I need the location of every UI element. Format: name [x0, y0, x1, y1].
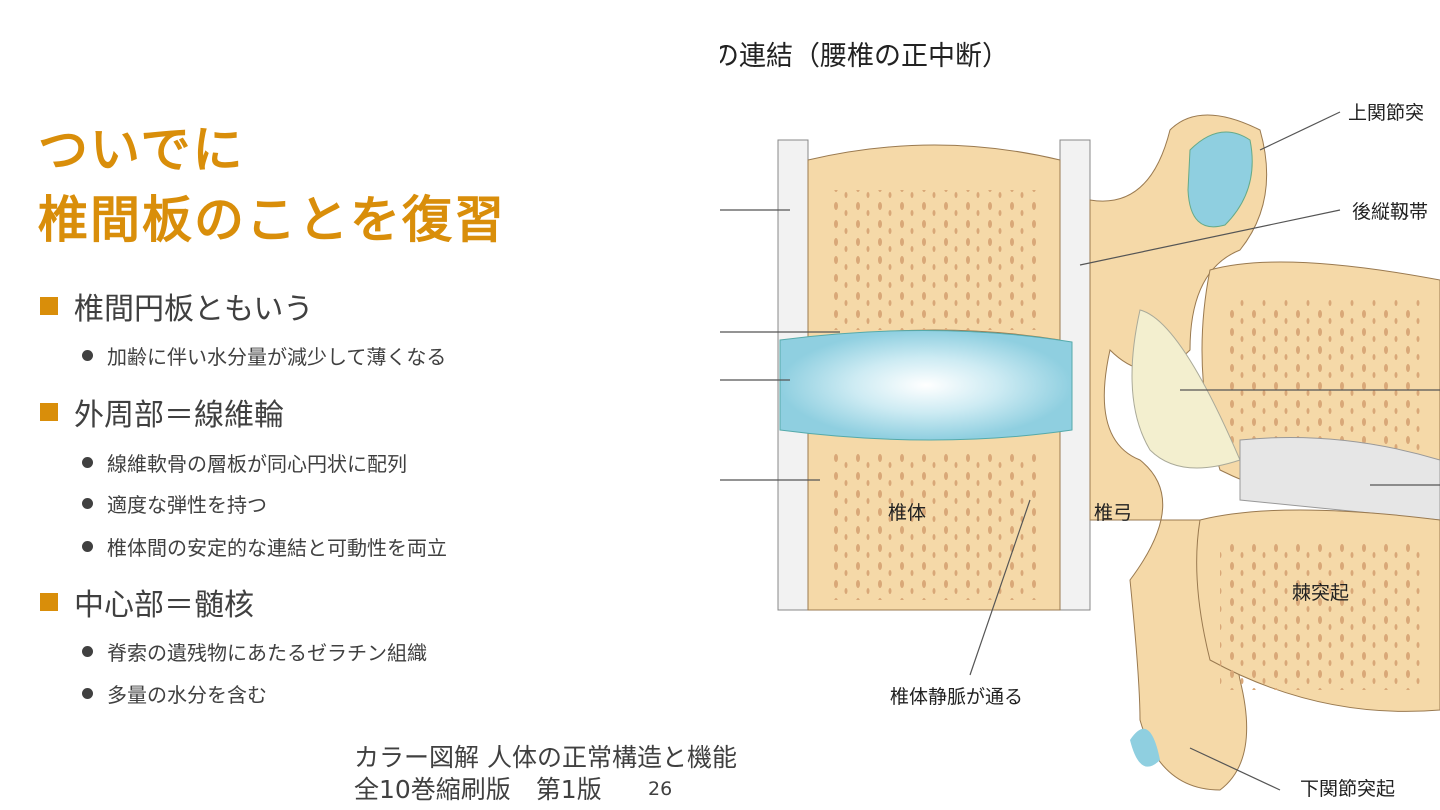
spine-illustration: の連結（腰椎の正中断） 上関節突 後縦靱帯 椎体 椎弓 棘突起 椎体静脈が通る … [720, 20, 1440, 810]
sub-bullet-text: 多量の水分を含む [107, 683, 267, 707]
bullet-text: 外周部＝線維輪 [74, 398, 284, 433]
dot-bullet-icon [82, 646, 93, 657]
sub-bullet: 加齢に伴い水分量が減少して薄くなる [82, 341, 446, 370]
dot-bullet-icon [82, 457, 93, 468]
bullet-text: 中心部＝髄核 [74, 588, 254, 623]
page-number: 26 [648, 778, 673, 800]
label-posterior-ligament: 後縦靱帯 [1352, 201, 1429, 223]
sub-bullet: 脊索の遺残物にあたるゼラチン組織 [82, 637, 427, 666]
source-line2: 全10巻縮刷版 第1版 [354, 775, 602, 804]
dot-bullet-icon [82, 688, 93, 699]
label-basivertebral-vein: 椎体静脈が通る [890, 686, 1024, 708]
sub-bullet-text: 適度な弾性を持つ [107, 493, 267, 517]
label-vertebral-arch: 椎弓 [1094, 502, 1133, 524]
sub-bullet: 多量の水分を含む [82, 679, 267, 708]
square-bullet-icon [40, 403, 58, 421]
label-inferior-articular: 下関節突起 [1300, 778, 1396, 800]
label-vertebral-body: 椎体 [888, 502, 927, 524]
slide-title-line2: 椎間板のことを復習 [38, 191, 506, 249]
slide-title-line1: ついでに [38, 121, 245, 179]
sub-bullet: 線維軟骨の層板が同心円状に配列 [82, 448, 407, 477]
square-bullet-icon [40, 593, 58, 611]
source-line1: カラー図解 人体の正常構造と機能 [354, 743, 737, 772]
dot-bullet-icon [82, 498, 93, 509]
sub-bullet-text: 線維軟骨の層板が同心円状に配列 [107, 452, 407, 476]
label-superior-articular: 上関節突 [1348, 102, 1425, 124]
square-bullet-icon [40, 297, 58, 315]
sub-bullet-text: 脊索の遺残物にあたるゼラチン組織 [107, 641, 427, 665]
sub-bullet-text: 椎体間の安定的な連結と可動性を両立 [107, 536, 447, 560]
spine-drawing [720, 111, 1440, 791]
sub-bullet-text: 加齢に伴い水分量が減少して薄くなる [107, 345, 447, 369]
bullet-3: 中心部＝髄核 [40, 580, 254, 624]
sub-bullet: 適度な弾性を持つ [82, 489, 267, 518]
bullet-1: 椎間円板ともいう [40, 284, 313, 328]
figure-header: の連結（腰椎の正中断） [720, 41, 1009, 72]
bullet-2: 外周部＝線維輪 [40, 390, 284, 434]
bullet-text: 椎間円板ともいう [74, 292, 314, 327]
label-spinous-process: 棘突起 [1292, 582, 1350, 604]
dot-bullet-icon [82, 350, 93, 361]
dot-bullet-icon [82, 541, 93, 552]
sub-bullet: 椎体間の安定的な連結と可動性を両立 [82, 532, 447, 561]
